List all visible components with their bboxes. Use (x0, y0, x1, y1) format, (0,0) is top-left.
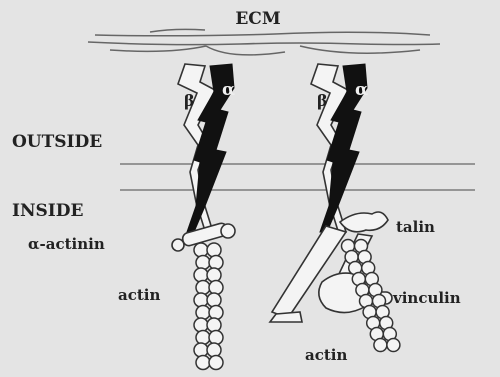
actin-monomer (207, 268, 221, 282)
beta-label-right: β (317, 91, 328, 110)
actin-monomer (207, 318, 221, 332)
actin-monomer (194, 293, 208, 307)
plasma-membrane (120, 164, 475, 190)
integrin-left: β α (178, 64, 235, 234)
actin-monomer (209, 256, 223, 270)
actin-label-left: actin (118, 286, 160, 304)
actin-monomer (387, 339, 400, 352)
actin-filament-left (194, 243, 223, 370)
actin-monomer (207, 293, 221, 307)
actin-label-right: actin (305, 346, 347, 364)
actin-monomer (196, 356, 210, 370)
actin-monomer (209, 356, 223, 370)
actin-monomer (196, 281, 210, 295)
actin-monomer (194, 343, 208, 357)
actin-monomer (196, 331, 210, 345)
actin-monomer (207, 243, 221, 257)
beta-label-left: β (184, 91, 195, 110)
actin-monomer (209, 281, 223, 295)
actin-monomer (196, 256, 210, 270)
inside-label: INSIDE (12, 201, 83, 221)
actin-monomer (209, 331, 223, 345)
ecm-fibers (88, 29, 440, 55)
alpha-actinin-label: α-actinin (28, 235, 105, 253)
actin-monomer (194, 318, 208, 332)
actin-monomer (374, 339, 387, 352)
talin-label: talin (396, 218, 435, 236)
ecm-label: ECM (235, 9, 280, 29)
outside-label: OUTSIDE (12, 132, 102, 152)
actin-monomer (194, 243, 208, 257)
actin-monomer (207, 343, 221, 357)
actin-monomer (194, 268, 208, 282)
alpha-label-left: α (222, 80, 235, 100)
integrin-right: β α (311, 64, 368, 234)
actin-monomer (196, 306, 210, 320)
actin-monomer (209, 306, 223, 320)
alpha-label-right: α (355, 80, 368, 100)
vinculin-label: vinculin (392, 289, 461, 307)
